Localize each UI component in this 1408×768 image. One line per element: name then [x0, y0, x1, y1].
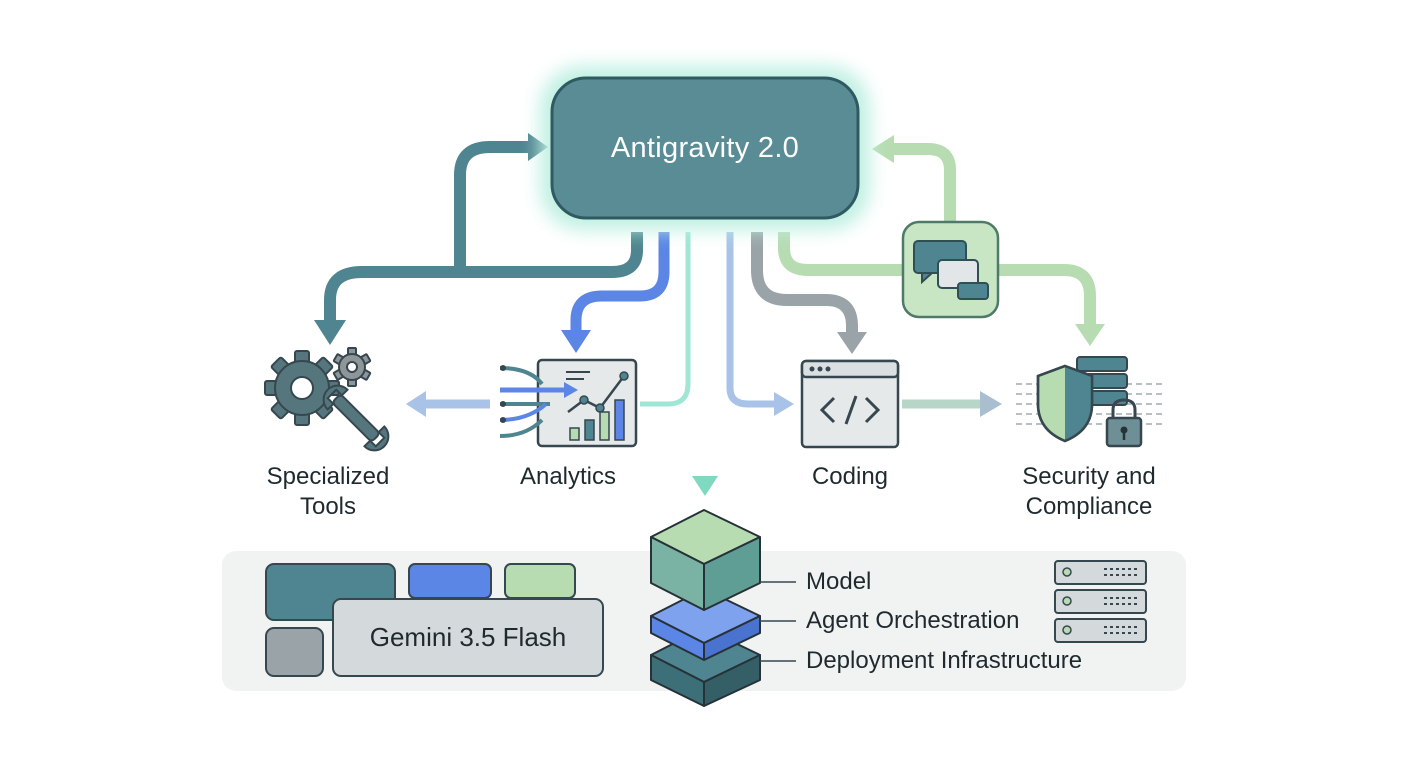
gears-wrench-icon	[264, 347, 390, 452]
arrowhead-coding-to-security	[980, 391, 1002, 417]
label-security-compliance: Security and Compliance	[990, 462, 1188, 522]
label-specialized-tools: Specialized Tools	[238, 462, 418, 522]
layer-connectors	[760, 581, 796, 662]
layer-label-agent-orchestration: Agent Orchestration	[806, 607, 1020, 634]
code-window-icon	[800, 359, 900, 449]
connectors	[314, 133, 1105, 496]
arrowhead-hub-to-security	[1075, 324, 1105, 346]
arrowhead-analytics-to-tools	[406, 391, 426, 417]
layer-stack	[650, 509, 761, 707]
gemini-blocks	[265, 563, 604, 677]
arrow-hub-to-analytics-thin	[640, 232, 691, 407]
arrow-tools-to-hub	[454, 141, 530, 272]
label-security-line1: Security and	[1022, 463, 1156, 490]
label-security-line2: Compliance	[1025, 493, 1153, 520]
arrow-hub-to-analytics	[570, 232, 670, 332]
shield-lock-icon	[1016, 356, 1166, 448]
server-rack-icon	[1054, 560, 1147, 643]
arrowhead-hub-to-analytics	[561, 330, 591, 353]
layer-label-model: Model	[806, 568, 872, 595]
label-analytics: Analytics	[519, 463, 617, 490]
block-gray	[265, 627, 324, 677]
hub-node	[550, 76, 860, 220]
chat-bubbles-icon	[913, 240, 989, 300]
arrowhead-hub-to-tools	[314, 320, 346, 345]
arrowhead-hub-to-stack	[692, 476, 718, 496]
label-coding: Coding	[811, 463, 889, 490]
hub-title: Antigravity 2.0	[610, 131, 800, 164]
block-green	[504, 563, 576, 599]
arrow-hub-to-coding	[726, 232, 776, 408]
layer-label-deployment-infrastructure: Deployment Infrastructure	[806, 647, 1083, 674]
block-gemini	[332, 598, 604, 677]
arrowhead-hub-to-coding	[774, 392, 794, 416]
arrow-hub-to-coding-top	[751, 232, 858, 334]
block-blue	[408, 563, 492, 599]
arrowhead-chat-to-hub	[872, 135, 894, 163]
arrowhead-hub-to-coding-top	[837, 332, 867, 354]
chat-node	[901, 220, 1000, 319]
label-specialized-tools-line1: Specialized	[266, 463, 390, 490]
label-specialized-tools-line2: Tools	[299, 493, 357, 520]
arrow-hub-to-tools	[324, 232, 643, 322]
arrowhead-tools-to-hub	[528, 133, 548, 161]
analytics-chart-icon	[499, 358, 638, 448]
arrow-chat-to-hub	[892, 143, 956, 222]
gemini-title: Gemini 3.5 Flash	[369, 622, 567, 652]
